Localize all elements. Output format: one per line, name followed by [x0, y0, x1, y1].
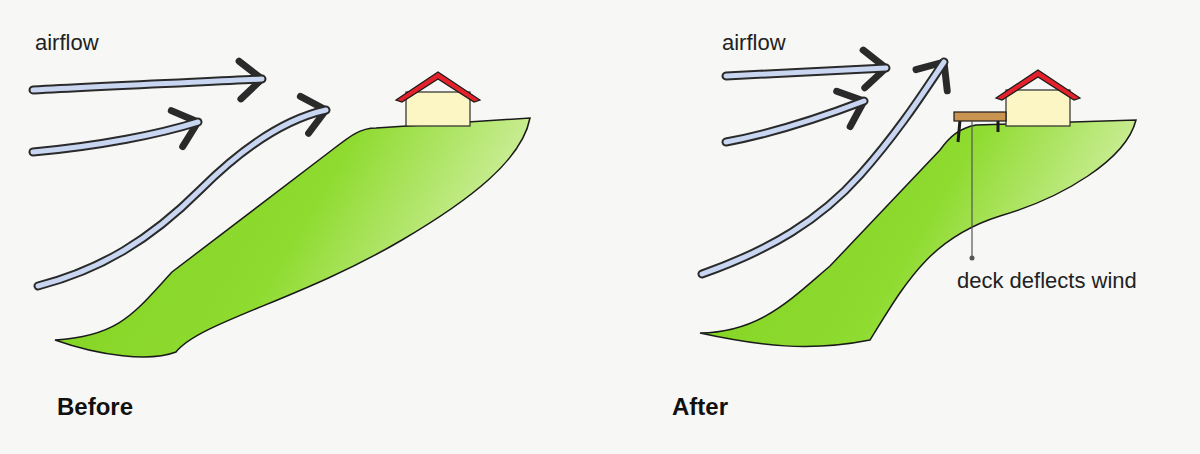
hill	[55, 118, 530, 357]
leader-line	[970, 121, 975, 261]
panel-title: After	[672, 393, 728, 422]
panel-title: Before	[57, 393, 133, 422]
house	[396, 72, 480, 126]
airflow-arrow	[33, 79, 326, 286]
annotation-label: airflow	[35, 30, 99, 56]
airflow-arrow	[702, 62, 944, 274]
annotation-label: deck deflects wind	[957, 268, 1137, 294]
annotation-label: airflow	[722, 30, 786, 56]
deck	[954, 112, 1006, 142]
hill	[700, 120, 1136, 346]
house	[996, 70, 1080, 126]
